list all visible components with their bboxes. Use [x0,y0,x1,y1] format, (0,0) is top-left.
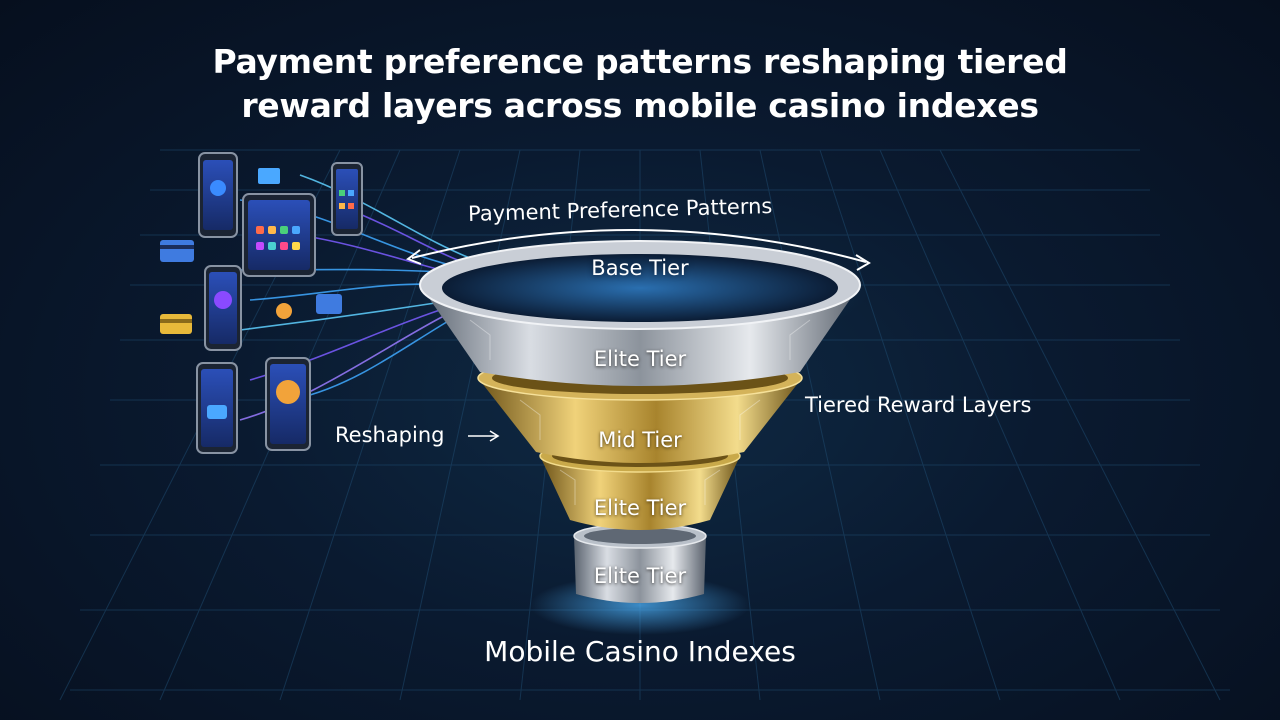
smartphone-icon [204,265,242,351]
reshaping-arrow [468,430,500,442]
credit-card-icon [316,294,342,314]
title-line-2: reward layers across mobile casino index… [241,86,1039,125]
credit-card-icon [160,240,194,262]
tier-label-4: Elite Tier [593,496,687,520]
bitcoin-icon [214,291,232,309]
funnel [419,240,861,603]
circuit-lines [469,319,811,505]
credit-card-icon [160,314,192,334]
tier-label-3: Mid Tier [598,428,682,452]
devices-cluster [160,152,363,454]
reshaping-label: Reshaping [335,423,445,447]
smartphone-icon [198,152,238,238]
smartphone-icon [265,357,311,451]
bitcoin-icon [210,180,226,196]
credit-card-icon [258,168,280,184]
footer-label: Mobile Casino Indexes [484,635,796,668]
smartphone-icon [331,162,363,236]
tablet-icon [242,193,316,277]
coin-icon [276,303,292,319]
page-title: Payment preference patterns reshaping ti… [0,40,1280,128]
tier-label-1: Base Tier [591,256,689,280]
smartphone-icon [196,362,238,454]
tier-label-2: Elite Tier [593,347,687,371]
tiered-layers-label: Tiered Reward Layers [805,393,1032,417]
tier-label-5: Elite Tier [593,564,687,588]
title-line-1: Payment preference patterns reshaping ti… [212,42,1068,81]
funnel-tier-5 [573,523,707,603]
funnel-tier-1-2 [419,240,861,386]
arc-arrow [405,229,871,271]
bitcoin-icon [276,380,300,404]
